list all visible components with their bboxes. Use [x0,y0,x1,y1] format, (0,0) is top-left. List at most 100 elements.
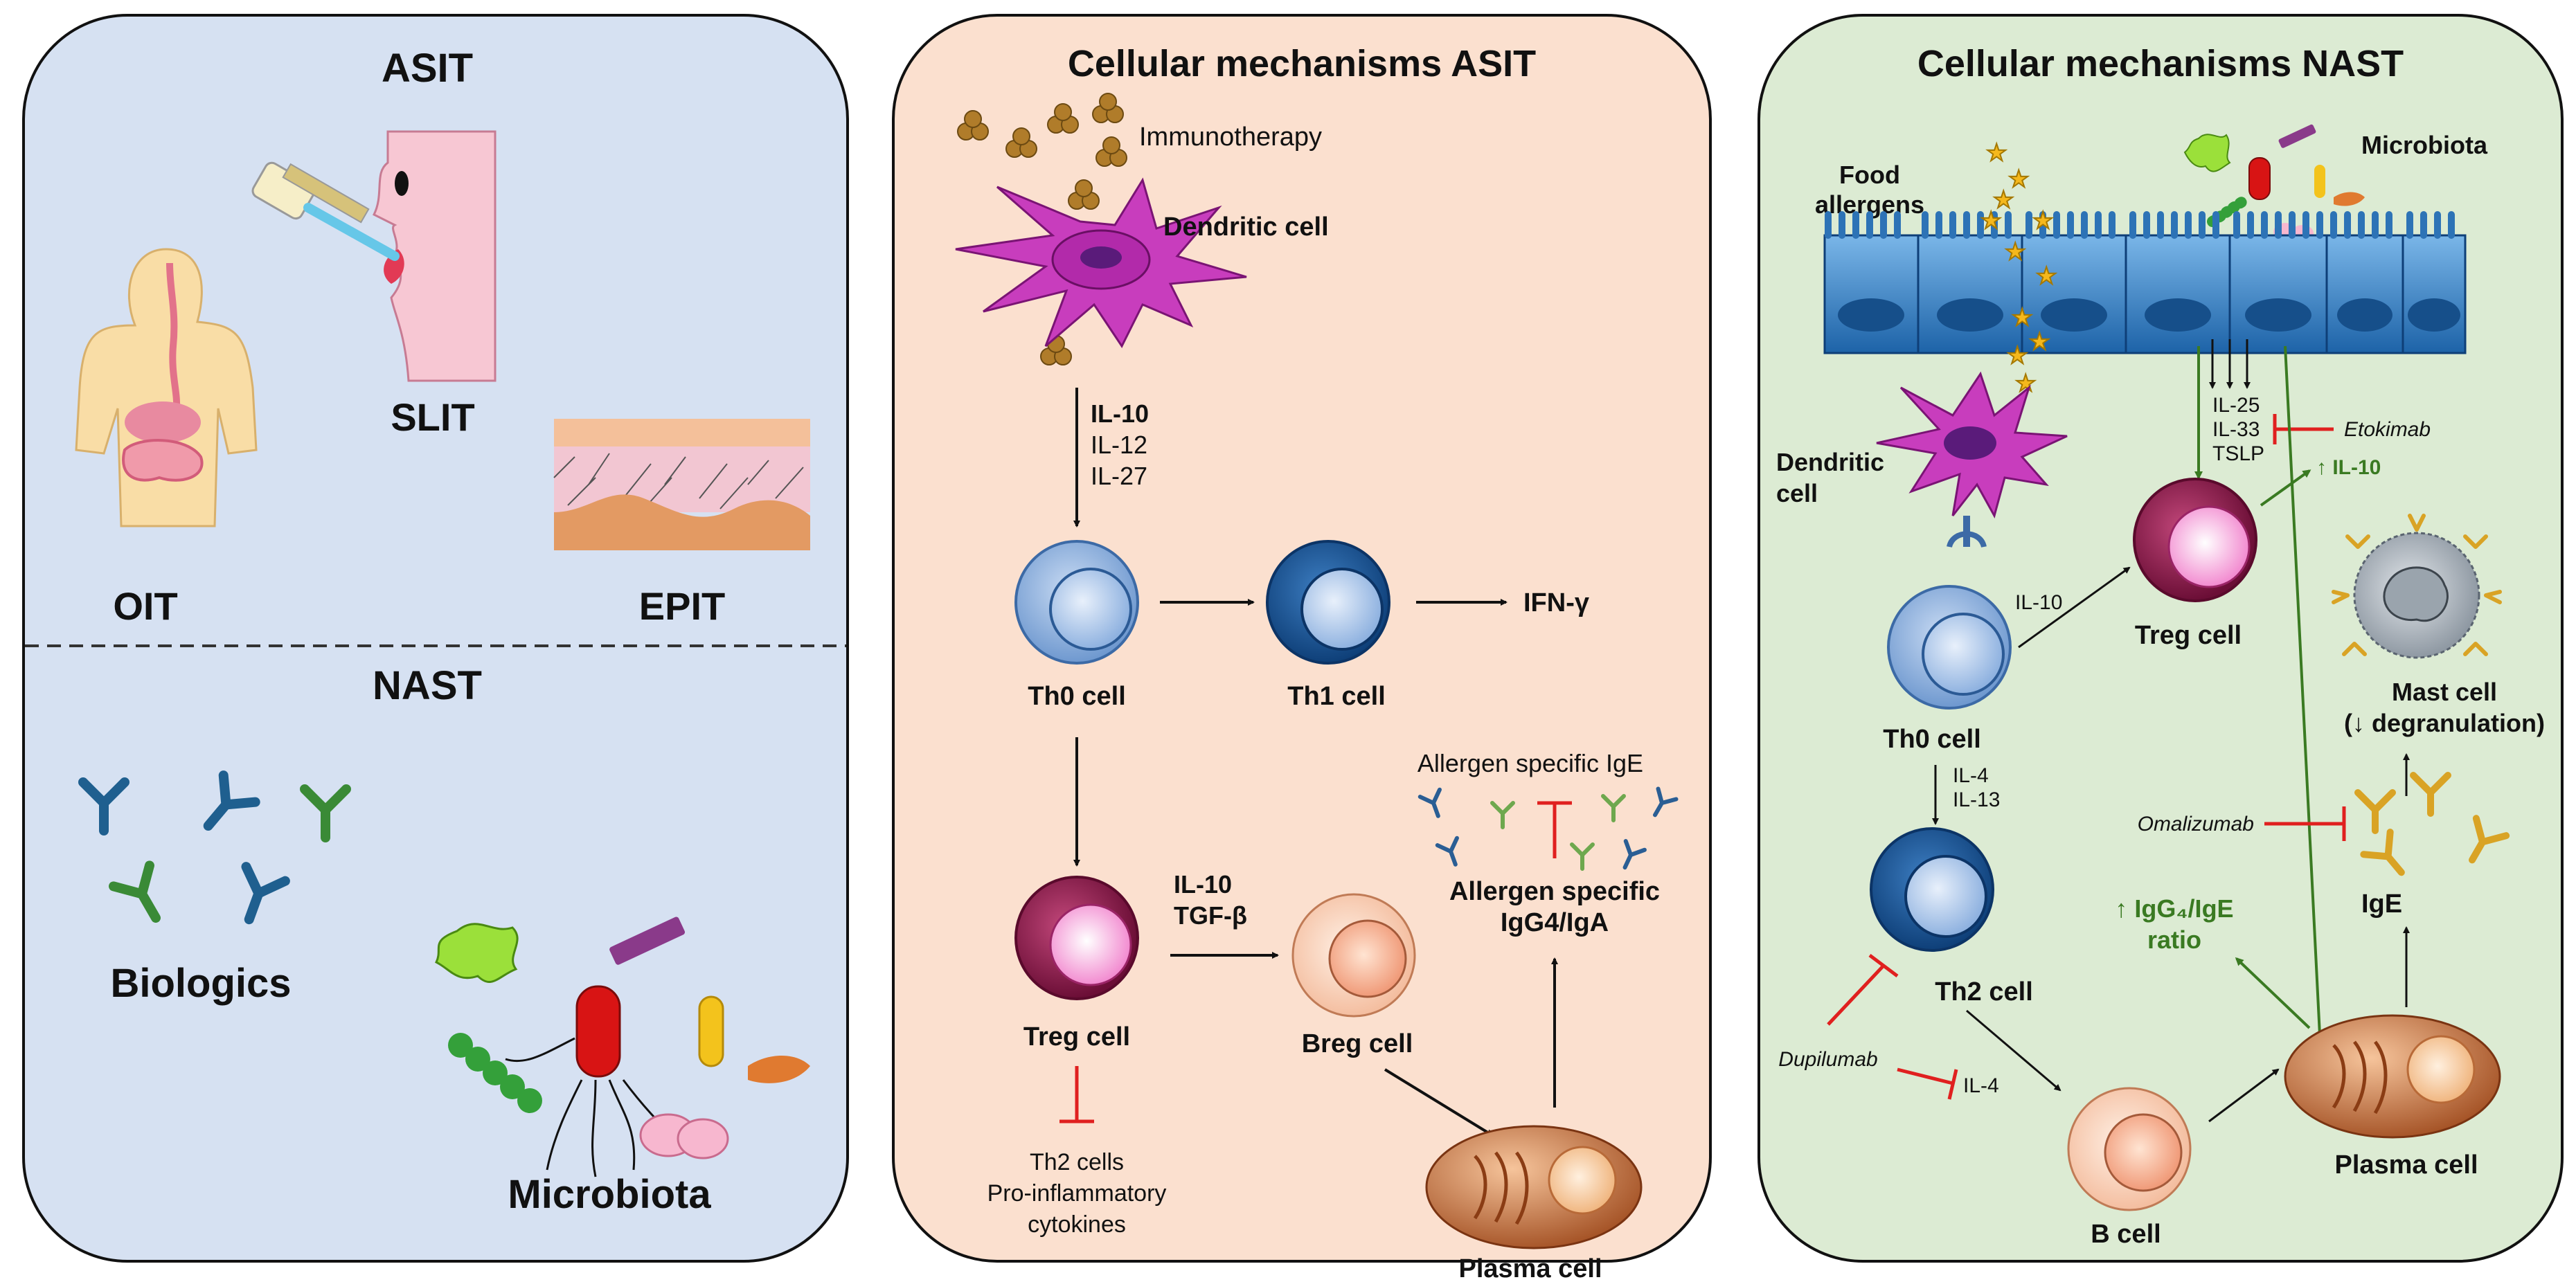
antibody-icon [241,862,290,925]
antibody-icon [2410,772,2451,817]
th2-to-bcell-arrow [1966,1009,2061,1092]
th0-cell-icon [1014,540,1139,665]
dendritic-cell-icon [1876,371,2068,548]
th2-cells-label: Th2 cells [1030,1149,1124,1175]
dupilumab-to-th2-bar [1868,954,1899,977]
bcell-label: B cell [2091,1220,2161,1249]
igg4-ratio-line1: ↑ IgG₄/IgE [2115,894,2233,923]
food-allergens-line1: Food [1839,161,1900,189]
plasma-cell-icon [1425,1125,1643,1249]
star-icon: ★ [1980,207,2001,235]
star-icon: ★ [2008,165,2029,193]
microbiota-label: Microbiota [2361,131,2488,159]
tslp-label: TSLP [2212,442,2264,465]
antibody-icon [203,770,260,831]
bcell-to-plasma-arrow [2208,1068,2280,1123]
treg-cell-icon [1014,876,1139,1000]
il27-label: IL-27 [1091,462,1147,490]
antibody-icon [1490,801,1515,829]
panel2-title: Cellular mechanisms ASIT [1068,43,1536,84]
biologics-antibodies [78,770,351,925]
dendritic-cell-line1: Dendritic [1776,448,1884,476]
antibody-icon [1435,836,1459,867]
treg-to-il10-arrow [2260,469,2311,507]
dropper-icon [251,161,400,261]
star-icon: ★ [2036,262,2057,290]
epit-label: EPIT [639,584,725,628]
il12-label: IL-12 [1091,431,1147,459]
panel-asit-nast: ASIT SLIT OIT EPIT [22,14,849,1263]
ige-igg4-antibodies [1417,786,1679,871]
th0-to-treg-arrow [2018,566,2131,649]
plasma-cell-icon [2284,1014,2501,1139]
antibody-icon [2354,789,2396,834]
mast-cell-line2: (↓ degranulation) [2344,709,2545,737]
microbiota-label: Microbiota [508,1172,711,1217]
star-icon: ★ [2032,207,2053,235]
antibody-icon [1601,794,1626,822]
biologics-label: Biologics [110,961,291,1006]
panel-cellular-asit: Cellular mechanisms ASIT Immunotherapy D… [892,14,1712,1282]
th0-label: Th0 cell [1028,682,1126,711]
food-allergen-stars: ★ ★ ★ ★ ★ ★ ★ ★ ★ ★ ★ [1980,138,2057,398]
asit-title: ASIT [382,46,473,91]
ifng-label: IFN-γ [1523,588,1589,617]
ige-antibodies [2354,772,2510,876]
panel3-title: Cellular mechanisms NAST [1917,43,2404,84]
allergen-particle-icon [957,110,989,141]
allergen-particle-icon [1092,93,1124,123]
allergen-particle-icon [1095,136,1127,167]
mast-cell-line1: Mast cell [2392,678,2497,706]
ige-label: IgE [2361,890,2402,919]
star-icon: ★ [2005,238,2025,266]
il10-label: IL-10 [1091,399,1149,428]
etokimab-label: Etokimab [2344,418,2431,441]
dendritic-cell-icon [955,177,1247,348]
epithelium-to-plasma-arrow [2284,345,2327,1106]
il10-tgfb-tgfb: TGF-β [1174,901,1247,930]
dupilumab-to-th2-line [1827,964,1885,1026]
slit-face-illustration [251,130,497,382]
dendritic-cell-line2: cell [1776,479,1818,507]
th0-cell-icon [1887,585,2012,710]
plasma-label: Plasma cell [2334,1150,2478,1180]
th0-label: Th0 cell [1883,725,1981,754]
antibody-icon [2360,829,2405,876]
allergen-ige-label: Allergen specific IgE [1417,749,1643,777]
dupilumab-to-il4-bar [1947,1069,1958,1100]
allergen-particle-icon [1047,103,1079,134]
igg4-ratio-line2: ratio [2147,926,2201,954]
dupilumab-to-il4-line [1897,1067,1953,1085]
nast-title: NAST [373,663,482,708]
oit-label: OIT [113,584,177,628]
breg-label: Breg cell [1302,1029,1413,1058]
breg-to-plasma-arrow [1384,1068,1494,1137]
plasma-label: Plasma cell [1458,1254,1602,1282]
omalizumab-label: Omalizumab [2138,813,2254,836]
allergen-particle-icon [1005,127,1037,158]
star-icon: ★ [1993,186,2014,214]
treg-label: Treg cell [2135,621,2242,650]
immunotherapy-label: Immunotherapy [1139,123,1322,152]
il10-up-label: ↑ IL-10 [2316,456,2381,479]
star-icon: ★ [2012,304,2032,332]
star-icon: ★ [2007,342,2028,370]
il10-tgfb-il10: IL-10 [1174,870,1232,899]
oit-body-illustration [75,248,258,527]
treg-label: Treg cell [1023,1022,1130,1051]
star-icon: ★ [1986,139,2007,167]
il33-label: IL-33 [2212,418,2260,441]
pro-inflammatory-label: Pro-inflammatory [987,1180,1167,1207]
th2-label: Th2 cell [1935,977,2033,1006]
b-cell-icon [2067,1087,2192,1211]
antibody-icon [1570,842,1595,871]
allergen-igg4-line2: IgG4/IgA [1501,908,1609,937]
antibody-icon [2469,815,2510,864]
il10-label: IL-10 [2015,591,2062,614]
epit-skin-illustration [553,419,810,550]
il25-label: IL-25 [2212,394,2260,417]
treg-cell-icon [2133,478,2257,602]
il4-label: IL-4 [1953,764,1989,787]
cytokines-label: cytokines [1028,1211,1126,1238]
th2-cell-icon [1870,827,1994,952]
